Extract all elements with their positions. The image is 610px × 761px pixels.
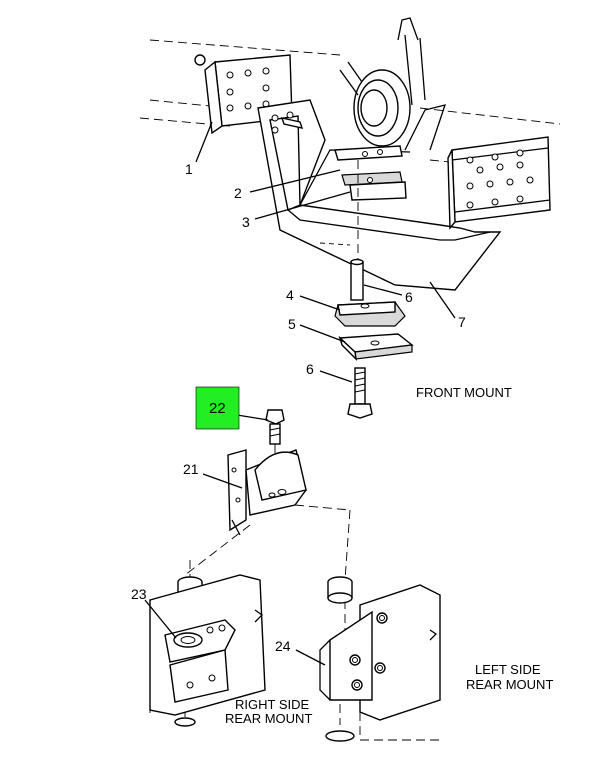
callout-6-upper[interactable]: 6 xyxy=(405,289,413,305)
right-rear-mount-part xyxy=(149,574,266,727)
spring-assembly xyxy=(339,17,426,147)
caption-right-rear-line1: RIGHT SIDE xyxy=(235,697,309,712)
callout-24[interactable]: 24 xyxy=(275,638,291,654)
retainer-part xyxy=(338,333,414,361)
callout-1[interactable]: 1 xyxy=(185,161,193,177)
left-rear-mount-part xyxy=(319,576,441,742)
rear-bracket-part xyxy=(227,449,307,536)
leader-lines xyxy=(144,121,456,666)
highlight-box-22[interactable] xyxy=(195,386,240,430)
caption-right-rear-line2: REAR MOUNT xyxy=(225,711,312,726)
crossmember-part xyxy=(257,99,502,291)
lower-insulator-part xyxy=(334,301,406,327)
callout-21[interactable]: 21 xyxy=(183,461,199,477)
caption-left-rear-line1: LEFT SIDE xyxy=(475,662,541,677)
callout-2[interactable]: 2 xyxy=(234,185,242,201)
front-bolt-part xyxy=(347,367,373,419)
callout-4[interactable]: 4 xyxy=(286,287,294,303)
callout-23[interactable]: 23 xyxy=(131,586,147,602)
upper-insulator-part xyxy=(334,145,407,201)
callout-7[interactable]: 7 xyxy=(458,314,466,330)
frame-side-plate xyxy=(447,136,551,230)
callout-5[interactable]: 5 xyxy=(288,316,296,332)
spacer-sleeve-part xyxy=(350,258,364,301)
caption-front-mount: FRONT MOUNT xyxy=(416,385,512,400)
caption-left-rear-line2: REAR MOUNT xyxy=(466,677,553,692)
bolt-22-part xyxy=(265,409,285,445)
callout-22[interactable]: 22 xyxy=(209,400,226,417)
callout-3[interactable]: 3 xyxy=(242,214,250,230)
callout-6-lower[interactable]: 6 xyxy=(306,361,314,377)
